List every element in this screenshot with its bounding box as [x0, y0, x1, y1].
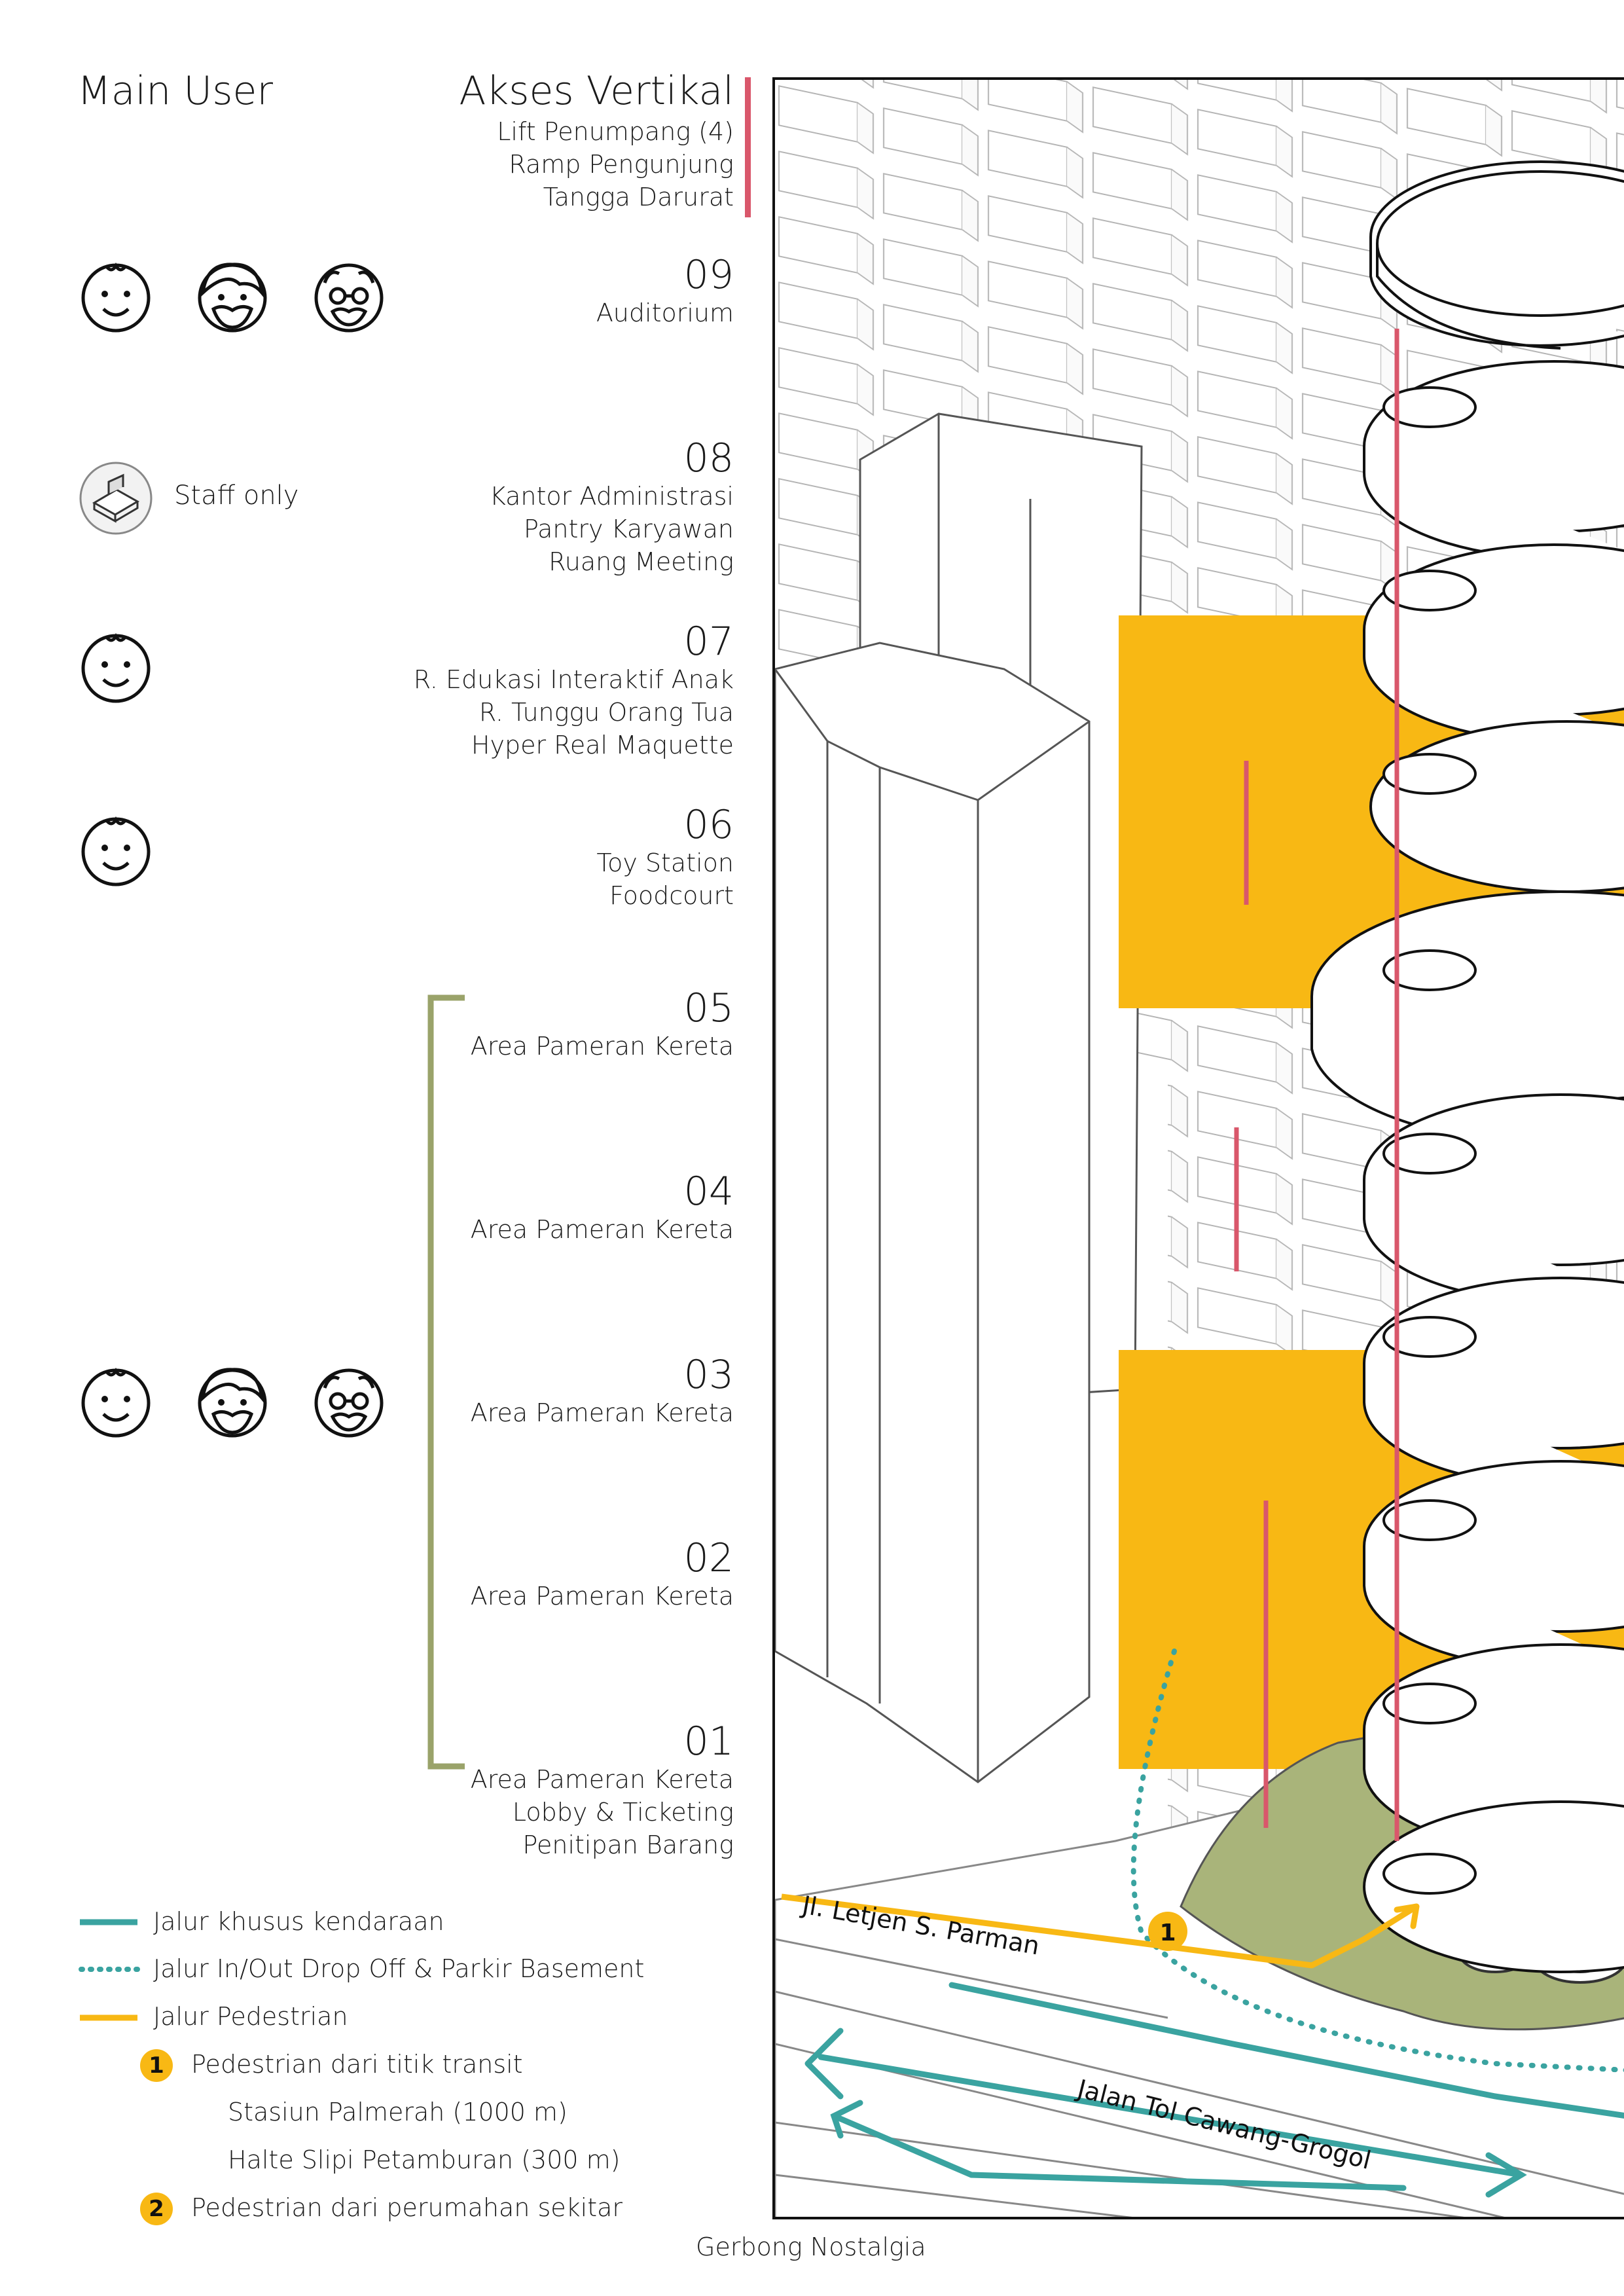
floor-number: 06: [683, 802, 734, 848]
floor-item: R. Tunggu Orang Tua: [478, 698, 734, 727]
floor-number: 03: [683, 1352, 734, 1398]
floor-item: Area Pameran Kereta: [470, 1032, 734, 1061]
legend-vehicle: Jalur khusus kendaraan: [153, 1907, 444, 1936]
staff-desk-icon: [79, 462, 153, 535]
floor-03-list: Area Pameran Kereta: [471, 1396, 734, 1429]
floor-number: 08: [683, 435, 734, 481]
floor-09-list: Auditorium: [596, 297, 734, 329]
child-user-icon: [77, 1362, 154, 1439]
legend-swatches: [79, 1919, 140, 2021]
transit-marker: [1148, 1912, 1187, 1951]
floor-number: 09: [683, 252, 734, 298]
floor-item: Pantry Karyawan: [523, 515, 734, 543]
child-user-icon: [77, 811, 154, 888]
vertical-access-list: Lift Penumpang (4) Ramp Pengunjung Tangg…: [497, 115, 734, 213]
main-user-heading: Main User: [77, 68, 274, 114]
elder-user-icon: [310, 257, 388, 334]
elder-user-icon: [310, 1362, 388, 1439]
floor-item: Ruang Meeting: [549, 547, 734, 576]
vertical-access-lines: [1234, 329, 1399, 1841]
floor-04-list: Area Pameran Kereta: [471, 1213, 734, 1246]
floor-number: 01: [683, 1719, 734, 1764]
legend-transit: Pedestrian dari titik transit: [191, 2050, 523, 2079]
legend-dropoff: Jalur In/Out Drop Off & Parkir Basement: [153, 1954, 645, 1983]
vertical-access-heading: Akses Vertikal: [459, 68, 734, 114]
floor-number: 02: [683, 1535, 734, 1581]
child-user-icon: [77, 257, 154, 334]
legend-transit-halte: Halte Slipi Petamburan (300 m): [228, 2145, 621, 2174]
transit-marker-label: 1: [1159, 1920, 1176, 1946]
floor-02-list: Area Pameran Kereta: [471, 1580, 734, 1613]
floor-item: Area Pameran Kereta: [470, 1765, 734, 1794]
floor-item: Area Pameran Kereta: [470, 1582, 734, 1611]
floor-01-list: Area Pameran Kereta Lobby & Ticketing Pe…: [471, 1763, 734, 1861]
transit-badge: 1: [140, 2049, 173, 2082]
legend-pedestrian: Jalur Pedestrian: [153, 2002, 348, 2031]
floor-item: R. Edukasi Interaktif Anak: [413, 665, 734, 694]
exploded-axonometric: 1 Jl. Letjen S. Parman Jalan Tol Cawang-…: [775, 80, 1624, 2217]
housing-badge: 2: [140, 2193, 173, 2225]
floor-number: 07: [683, 619, 734, 665]
floor-item: Area Pameran Kereta: [470, 1215, 734, 1244]
floor-08-list: Kantor Administrasi Pantry Karyawan Ruan…: [490, 480, 734, 578]
floor-item: Penitipan Barang: [522, 1831, 734, 1859]
tall-towers: [775, 412, 1143, 1783]
floor-item: Area Pameran Kereta: [470, 1398, 734, 1427]
dropoff-route: [1130, 1649, 1624, 2073]
floor-item: Lobby & Ticketing: [512, 1798, 734, 1827]
pedestrian-route: [781, 1893, 1418, 1969]
circulation-cores: [1382, 386, 1477, 1895]
legend-transit-station: Stasiun Palmerah (1000 m): [228, 2098, 568, 2126]
adult-user-icon: [194, 257, 271, 334]
drawing-caption: Gerbong Nostalgia: [696, 2232, 926, 2261]
floor-number: 05: [683, 985, 734, 1031]
floor-07-list: R. Edukasi Interaktif Anak R. Tunggu Ora…: [414, 663, 734, 761]
floor-item: Hyper Real Maquette: [471, 731, 734, 759]
floor-item: Toy Station: [596, 848, 734, 877]
axonometric-drawing-panel: 1 Jl. Letjen S. Parman Jalan Tol Cawang-…: [772, 77, 1624, 2219]
staff-only-label: Staff only: [174, 481, 299, 511]
exhibition-floors-bracket: [427, 994, 465, 1770]
vertical-access-item: Ramp Pengunjung: [509, 150, 734, 179]
vertical-access-item: Tangga Darurat: [543, 183, 734, 211]
floor-item: Kantor Administrasi: [489, 482, 734, 511]
child-user-icon: [77, 627, 154, 704]
vertical-access-item: Lift Penumpang (4): [497, 117, 734, 146]
floor-item: Auditorium: [596, 299, 734, 327]
floor-05-list: Area Pameran Kereta: [471, 1030, 734, 1063]
vehicle-routes: [804, 1982, 1624, 2198]
legend-housing: Pedestrian dari perumahan sekitar: [191, 2193, 623, 2222]
floor-06-list: Toy Station Foodcourt: [596, 847, 734, 912]
floor-item: Foodcourt: [609, 881, 734, 910]
floor-number: 04: [683, 1169, 734, 1214]
adult-user-icon: [194, 1362, 271, 1439]
vertical-access-bar: [745, 77, 751, 217]
